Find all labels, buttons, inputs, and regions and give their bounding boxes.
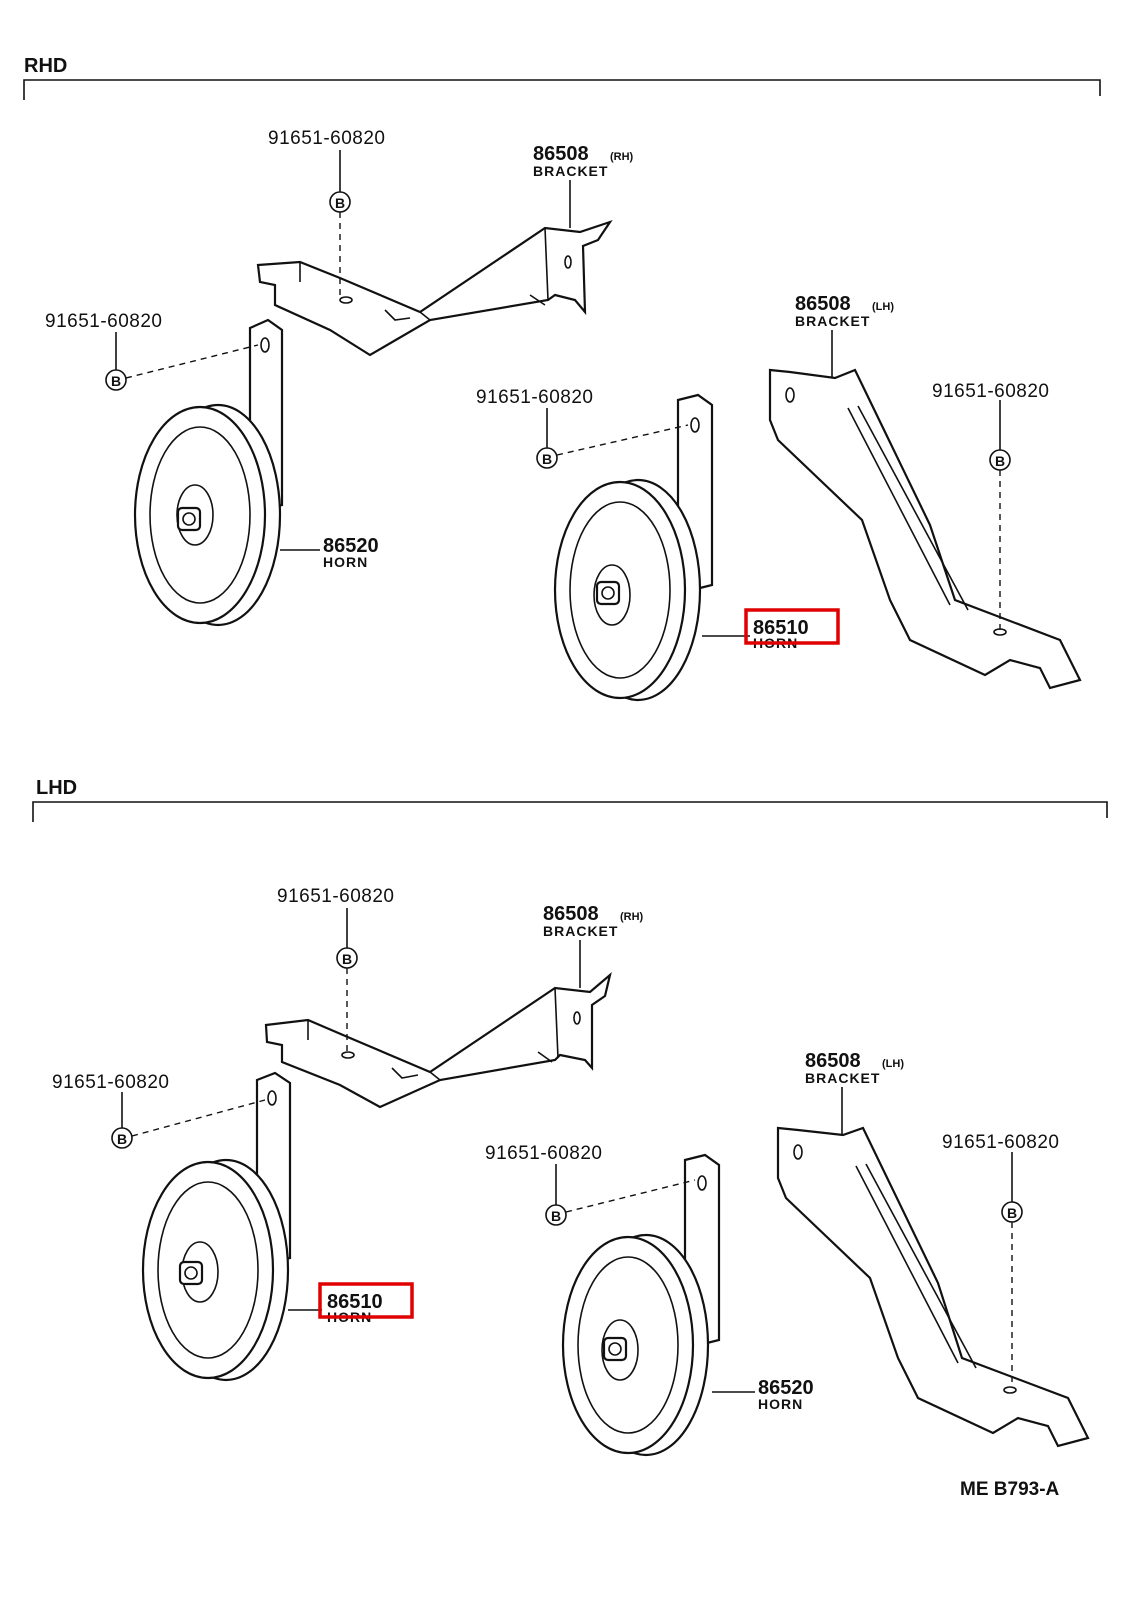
bolt-left-label: 91651-60820 [45, 311, 163, 332]
horn-a-callout: 86510 HORN [288, 1282, 414, 1325]
section-title: RHD [24, 55, 67, 77]
bolt-right-label: 91651-60820 [932, 381, 1050, 402]
bolt-right: B 91651-60820 [932, 381, 1050, 630]
highlight-box [318, 1282, 414, 1319]
bolt-top: B 91651-60820 [277, 886, 395, 1052]
horn-a-number: 86510 [327, 1291, 383, 1313]
bracket-rh-callout: 86508 (RH) BRACKET [533, 143, 634, 228]
bracket-lh-drawing [776, 1126, 1090, 1448]
horn-a-callout: 86520 HORN [280, 535, 379, 570]
bolt-symbol: B [542, 451, 552, 467]
section-title: LHD [36, 777, 77, 799]
section-rhd: RHD [23, 55, 1101, 702]
horn-a-drawing [141, 1071, 292, 1382]
horn-b-number: 86510 [753, 617, 809, 639]
bracket-rh-suffix: (RH) [620, 911, 644, 923]
bracket-lh-suffix: (LH) [882, 1058, 904, 1070]
bolt-mid: B 91651-60820 [485, 1143, 696, 1226]
section-lhd: LHD [32, 777, 1108, 1457]
bracket-lh-number: 86508 [795, 293, 851, 315]
section-frame [32, 801, 1108, 822]
bolt-top-label: 91651-60820 [277, 886, 395, 907]
horn-b-name: HORN [758, 1396, 803, 1412]
bolt-left: B 91651-60820 [45, 311, 259, 391]
bolt-symbol: B [995, 453, 1005, 469]
bracket-rh-callout: 86508 (RH) BRACKET [543, 903, 644, 988]
bolt-top: B 91651-60820 [268, 128, 386, 296]
bracket-rh-number: 86508 [543, 903, 599, 925]
bracket-rh-number: 86508 [533, 143, 589, 165]
bracket-rh-drawing [264, 971, 612, 1109]
bolt-symbol: B [335, 195, 345, 211]
horn-a-drawing [133, 318, 284, 627]
horn-b-callout: 86520 HORN [712, 1377, 814, 1412]
bolt-left: B 91651-60820 [52, 1072, 266, 1149]
bracket-lh-suffix: (LH) [872, 301, 894, 313]
bolt-left-label: 91651-60820 [52, 1072, 170, 1093]
section-frame [23, 79, 1101, 100]
bracket-rh-name: BRACKET [543, 923, 618, 939]
bracket-rh-name: BRACKET [533, 163, 608, 179]
horn-b-drawing [553, 393, 714, 702]
bracket-lh-name: BRACKET [795, 313, 870, 329]
bolt-mid: B 91651-60820 [476, 387, 689, 469]
bracket-rh-drawing [256, 219, 613, 357]
bracket-lh-number: 86508 [805, 1050, 861, 1072]
bolt-mid-label: 91651-60820 [476, 387, 594, 408]
bolt-top-label: 91651-60820 [268, 128, 386, 149]
bracket-lh-callout: 86508 (LH) BRACKET [795, 293, 894, 378]
bracket-lh-name: BRACKET [805, 1070, 880, 1086]
bolt-symbol: B [1007, 1205, 1017, 1221]
bolt-symbol: B [111, 373, 121, 389]
horn-b-number: 86520 [758, 1377, 814, 1399]
bracket-lh-callout: 86508 (LH) BRACKET [805, 1050, 904, 1135]
horn-a-number: 86520 [323, 535, 379, 557]
bolt-symbol: B [551, 1208, 561, 1224]
bracket-rh-suffix: (RH) [610, 151, 634, 163]
bolt-symbol: B [342, 951, 352, 967]
bolt-right: B 91651-60820 [942, 1132, 1060, 1388]
bolt-mid-label: 91651-60820 [485, 1143, 603, 1164]
bracket-lh-drawing [768, 368, 1082, 690]
horn-a-name: HORN [323, 554, 368, 570]
highlight-box [744, 608, 840, 645]
reference-code: ME B793-A [960, 1479, 1060, 1500]
horn-b-callout: 86510 HORN [702, 608, 840, 651]
bolt-symbol: B [117, 1131, 127, 1147]
horn-b-drawing [561, 1153, 721, 1457]
bolt-right-label: 91651-60820 [942, 1132, 1060, 1153]
